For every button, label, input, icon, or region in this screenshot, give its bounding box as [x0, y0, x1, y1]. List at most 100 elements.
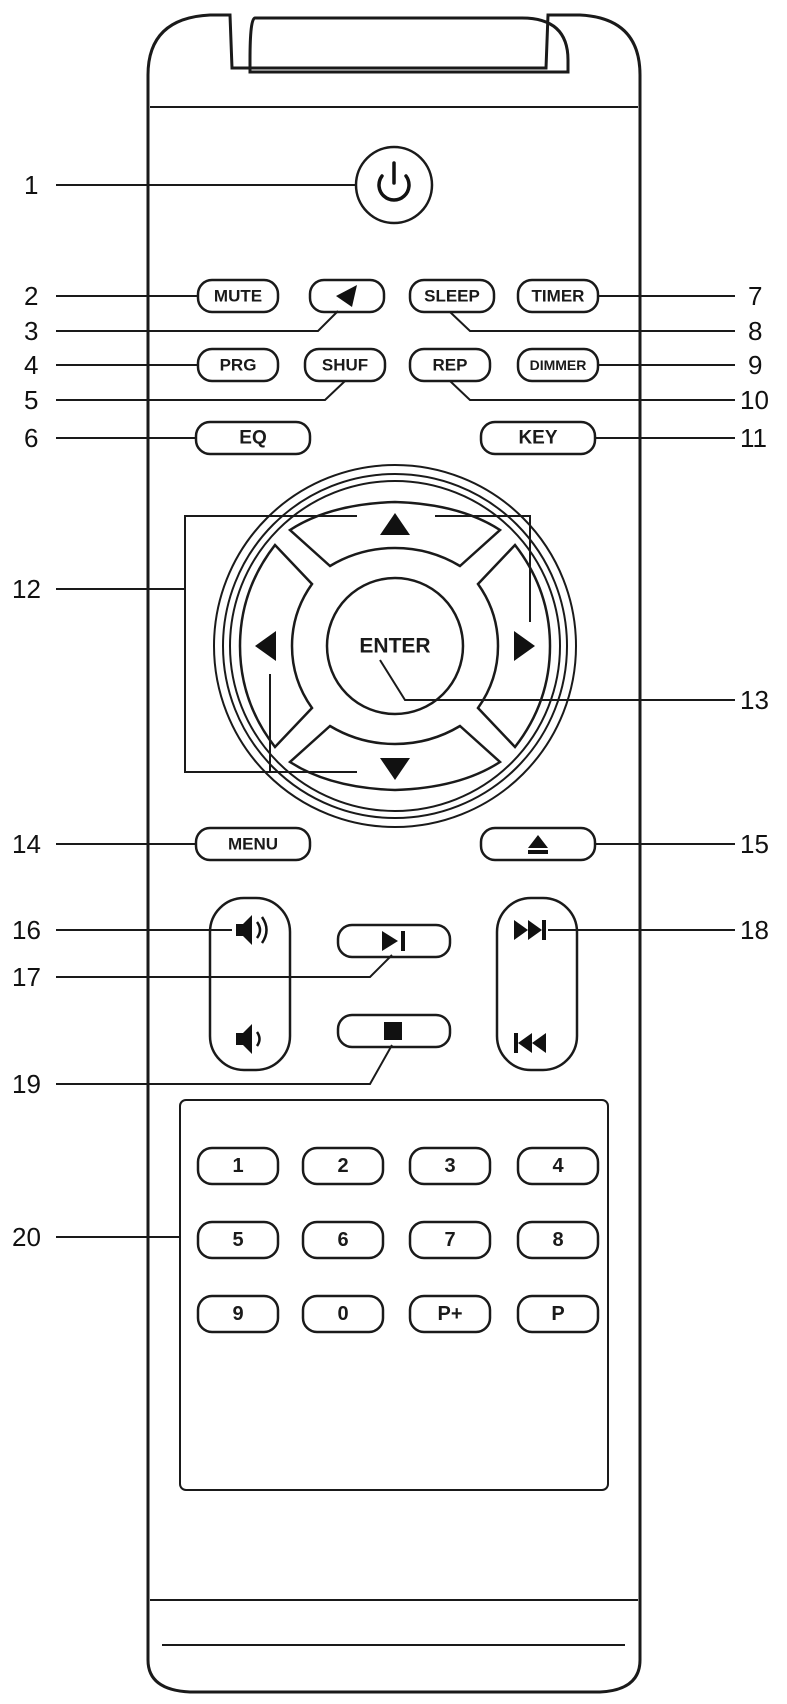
- volume-up-icon: [236, 915, 268, 945]
- nav-down-button[interactable]: [287, 724, 503, 792]
- left-arrow-icon: [255, 631, 276, 661]
- callout-6: 6: [24, 423, 38, 453]
- skip-next-icon: [514, 920, 546, 940]
- timer-button[interactable]: TIMER: [516, 278, 600, 314]
- callout-13: 13: [740, 685, 769, 715]
- numpad-key-label: 7: [444, 1229, 455, 1251]
- prg-button[interactable]: PRG: [196, 347, 280, 383]
- numpad-key-2[interactable]: 2: [301, 1146, 385, 1186]
- power-icon: [377, 161, 411, 202]
- navigation-pad: ENTER: [213, 464, 577, 828]
- numpad-panel: [179, 1099, 609, 1491]
- remote-body: [146, 13, 642, 1694]
- numpad-key-7[interactable]: 7: [408, 1220, 492, 1260]
- numpad-key-label: 0: [337, 1303, 348, 1325]
- down-arrow-icon: [380, 758, 410, 780]
- numpad-key-label: P: [551, 1303, 564, 1325]
- numpad-key-p-plus[interactable]: P+: [408, 1294, 492, 1334]
- numpad-key-label: 9: [232, 1303, 243, 1325]
- menu-button[interactable]: MENU: [194, 826, 312, 862]
- eject-icon: [528, 835, 548, 854]
- eq-button[interactable]: EQ: [194, 420, 312, 456]
- callout-10: 10: [740, 385, 769, 415]
- callout-16: 16: [12, 915, 41, 945]
- numpad-key-label: 1: [232, 1155, 243, 1177]
- play-pause-icon: [382, 931, 405, 951]
- numpad-key-label: 2: [337, 1155, 348, 1177]
- callout-3: 3: [24, 316, 38, 346]
- numpad-key-label: 6: [337, 1229, 348, 1251]
- numpad-key-label: 8: [552, 1229, 563, 1251]
- nav-right-button[interactable]: [476, 543, 552, 749]
- numpad-key-5[interactable]: 5: [196, 1220, 280, 1260]
- stop-button[interactable]: [336, 1013, 452, 1049]
- callout-leaders: [56, 184, 735, 1238]
- shuf-button[interactable]: SHUF: [303, 347, 387, 383]
- power-button[interactable]: [354, 145, 434, 225]
- numpad-key-0[interactable]: 0: [301, 1294, 385, 1334]
- numpad-key-9[interactable]: 9: [196, 1294, 280, 1334]
- rep-label: REP: [433, 356, 468, 375]
- skip-previous-icon: [514, 1033, 546, 1053]
- numpad-key-8[interactable]: 8: [516, 1220, 600, 1260]
- sleep-button[interactable]: SLEEP: [408, 278, 496, 314]
- numpad-key-label: 5: [232, 1229, 243, 1251]
- dimmer-button[interactable]: DIMMER: [516, 347, 600, 383]
- numpad-key-label: 3: [444, 1155, 455, 1177]
- numpad-key-4[interactable]: 4: [516, 1146, 600, 1186]
- skip-rocker: [495, 896, 579, 1072]
- volume-rocker: [208, 896, 292, 1072]
- volume-up-button[interactable]: [212, 900, 288, 980]
- enter-button[interactable]: ENTER: [325, 576, 465, 716]
- callout-8: 8: [748, 316, 762, 346]
- menu-label: MENU: [228, 835, 278, 854]
- callout-numbers: 1 2 3 4 5 6 7 8 9 10 11 12 13 14 15 16 1…: [12, 170, 769, 1252]
- numpad-key-p[interactable]: P: [516, 1294, 600, 1334]
- callout-9: 9: [748, 350, 762, 380]
- volume-down-button[interactable]: [212, 990, 288, 1068]
- mute-button[interactable]: MUTE: [196, 278, 280, 314]
- eject-button[interactable]: [479, 826, 597, 862]
- numpad-key-label: P+: [437, 1303, 462, 1325]
- callout-5: 5: [24, 385, 38, 415]
- callout-12: 12: [12, 574, 41, 604]
- up-arrow-icon: [380, 513, 410, 535]
- numeric-keypad: 1 2 3 4 5 6 7 8 9 0 P+ P: [196, 1146, 600, 1334]
- enter-label: ENTER: [359, 635, 430, 658]
- nav-up-button[interactable]: [287, 500, 503, 568]
- callout-19: 19: [12, 1069, 41, 1099]
- callout-7: 7: [748, 281, 762, 311]
- callout-18: 18: [740, 915, 769, 945]
- callout-1: 1: [24, 170, 38, 200]
- callout-15: 15: [740, 829, 769, 859]
- numpad-key-1[interactable]: 1: [196, 1146, 280, 1186]
- callout-2: 2: [24, 281, 38, 311]
- prg-label: PRG: [220, 356, 257, 375]
- skip-next-button[interactable]: [499, 900, 575, 980]
- numpad-key-3[interactable]: 3: [408, 1146, 492, 1186]
- skip-previous-button[interactable]: [499, 990, 575, 1068]
- callout-17: 17: [12, 962, 41, 992]
- numpad-key-6[interactable]: 6: [301, 1220, 385, 1260]
- play-pause-button[interactable]: [336, 923, 452, 959]
- mute-label: MUTE: [214, 287, 262, 306]
- back-arrow-icon: [336, 285, 357, 307]
- callout-11: 11: [740, 423, 767, 453]
- sleep-label: SLEEP: [424, 287, 480, 306]
- nav-left-button[interactable]: [238, 543, 314, 749]
- eq-label: EQ: [239, 428, 266, 449]
- numpad-key-label: 4: [552, 1155, 564, 1177]
- dimmer-label: DIMMER: [530, 357, 587, 373]
- shuf-label: SHUF: [322, 356, 368, 375]
- callout-4: 4: [24, 350, 38, 380]
- rep-button[interactable]: REP: [408, 347, 492, 383]
- key-button[interactable]: KEY: [479, 420, 597, 456]
- right-arrow-icon: [514, 631, 535, 661]
- back-button[interactable]: [308, 278, 386, 314]
- key-label: KEY: [518, 428, 557, 449]
- callout-14: 14: [12, 829, 41, 859]
- timer-label: TIMER: [532, 287, 585, 306]
- volume-down-icon: [236, 1024, 261, 1054]
